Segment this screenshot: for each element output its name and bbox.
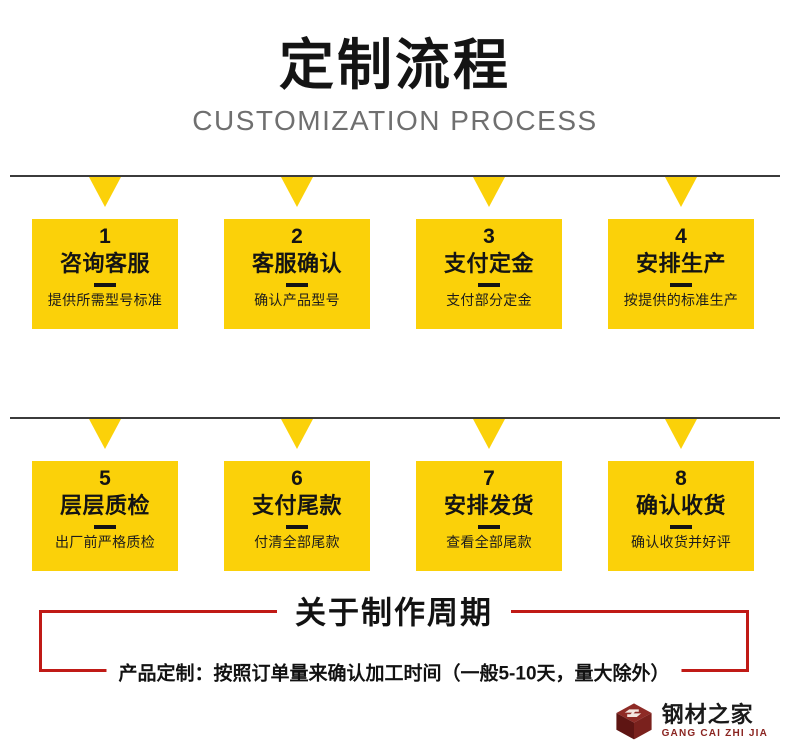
down-arrow-icon-6: [281, 419, 313, 450]
step-title: 支付尾款: [251, 493, 342, 519]
step-number: 6: [291, 467, 303, 491]
down-arrow-icon-3: [473, 177, 505, 208]
step-title: 咨询客服: [59, 251, 150, 277]
flow-step-card[interactable]: 3 支付定金 支付部分定金: [416, 219, 562, 330]
step-description: 付清全部尾款: [254, 533, 340, 550]
cube-logo-icon: [615, 703, 652, 740]
step-title: 支付定金: [443, 251, 534, 277]
step-separator: [478, 524, 500, 529]
flow-step-card[interactable]: 8 确认收货 确认收货并好评: [608, 461, 754, 572]
production-cycle-box: 关于制作周期 产品定制：按照订单量来确认加工时间（一般5-10天，量大除外）: [39, 587, 749, 686]
down-arrow-icon-5: [89, 419, 121, 450]
down-arrow-icon-4: [665, 177, 697, 208]
production-cycle-title: 关于制作周期: [277, 587, 511, 633]
step-number: 5: [99, 467, 111, 491]
flow-step-card[interactable]: 6 支付尾款 付清全部尾款: [224, 461, 370, 572]
divider-line-1: [10, 175, 780, 178]
step-number: 1: [99, 225, 111, 249]
step-separator: [286, 282, 308, 287]
step-number: 4: [675, 225, 687, 249]
brand-logo: 钢材之家 GANG CAI ZHI JIA: [614, 701, 768, 741]
step-separator: [670, 524, 692, 529]
step-separator: [94, 524, 116, 529]
step-number: 3: [483, 225, 495, 249]
flow-step-card[interactable]: 7 安排发货 查看全部尾款: [416, 461, 562, 572]
flow-row-2: 5 层层质检 出厂前严格质检 6 支付尾款 付清全部尾款 7 安排发货 查看全部…: [0, 417, 790, 617]
step-description: 提供所需型号标准: [47, 291, 163, 308]
step-title: 确认收货: [635, 493, 726, 519]
brand-name-en: GANG CAI ZHI JIA: [661, 727, 768, 739]
flow-step-card[interactable]: 4 安排生产 按提供的标准生产: [608, 219, 754, 330]
flow-step-card[interactable]: 1 咨询客服 提供所需型号标准: [32, 219, 178, 330]
step-number: 8: [675, 467, 687, 491]
divider-line-2: [10, 417, 780, 420]
production-cycle-note: 产品定制：按照订单量来确认加工时间（一般5-10天，量大除外）: [106, 658, 682, 686]
flow-row-1: 1 咨询客服 提供所需型号标准 2 客服确认 确认产品型号 3 支付定金 支付部…: [0, 175, 790, 375]
down-arrow-icon-7: [473, 419, 505, 450]
step-number: 2: [291, 225, 303, 249]
step-separator: [478, 282, 500, 287]
brand-name-cn: 钢材之家: [661, 701, 754, 727]
brand-logo-text: 钢材之家 GANG CAI ZHI JIA: [661, 701, 768, 739]
page-title: 定制流程: [278, 34, 511, 96]
flow-step-card[interactable]: 5 层层质检 出厂前严格质检: [32, 461, 178, 572]
step-description: 查看全部尾款: [446, 533, 532, 550]
step-description: 确认产品型号: [254, 291, 340, 308]
step-title: 安排发货: [443, 493, 534, 519]
step-description: 按提供的标准生产: [623, 291, 739, 308]
page-subtitle: CUSTOMIZATION PROCESS: [192, 105, 598, 137]
step-separator: [286, 524, 308, 529]
step-description: 支付部分定金: [446, 291, 532, 308]
down-arrow-icon-8: [665, 419, 697, 450]
step-title: 客服确认: [251, 251, 342, 277]
step-number: 7: [483, 467, 495, 491]
flow-step-card[interactable]: 2 客服确认 确认产品型号: [224, 219, 370, 330]
step-title: 安排生产: [635, 251, 726, 277]
step-description: 出厂前严格质检: [54, 533, 156, 550]
page-header: 定制流程 CUSTOMIZATION PROCESS: [0, 0, 790, 137]
step-separator: [670, 282, 692, 287]
step-description: 确认收货并好评: [630, 533, 732, 550]
step-separator: [94, 282, 116, 287]
down-arrow-icon-2: [281, 177, 313, 208]
down-arrow-icon-1: [89, 177, 121, 208]
step-title: 层层质检: [59, 493, 150, 519]
